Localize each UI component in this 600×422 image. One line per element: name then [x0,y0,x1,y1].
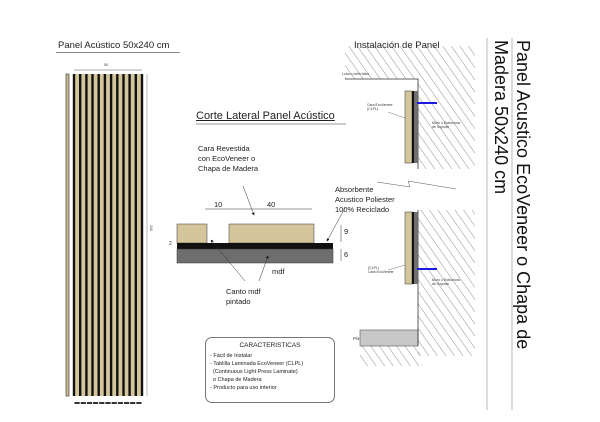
section-slat-left [176,223,208,244]
bottom-strip-segment [124,402,130,404]
bottom-strip-segment [130,402,136,404]
slat-gap [140,74,144,396]
slat-gap [122,74,125,396]
slat-gap [109,74,113,396]
panel-face [74,74,142,396]
install-panel-face-bottom [404,211,413,285]
dim-gap: 10 [214,200,223,209]
section-slat-right [228,223,315,244]
dim-slat-thickness: 9 [344,227,349,236]
bottom-strip-segment [111,402,117,404]
leader-mdf [258,255,269,282]
floor-hatch [360,346,420,366]
features-box: CARACTERISTICAS - Fácil de Instalar - Ta… [205,337,335,403]
dim-mdf-thickness: 6 [344,250,349,259]
bottom-strip-segment [93,402,99,404]
install-panel-face-top [404,90,413,164]
leader-face-bottom [387,264,406,271]
panel-front-view [65,69,148,404]
label-floor: Piso [353,336,362,341]
slat-gap [79,74,82,396]
feature-item: - Producto para uso interior [210,385,277,391]
slat-gap [103,74,107,396]
panel-width-dimension: 50 [104,63,108,67]
slat-gap [116,74,119,396]
features-heading: CARACTERISTICAS [239,342,301,349]
features-list: - Fácil de Instalar - Tablilla Laminada … [210,352,334,392]
section-view-title: Corte Lateral Panel Acústico [196,110,335,122]
install-mdf-top [414,91,418,163]
panel-bottom-strip [74,402,142,404]
dim-slat: 40 [267,200,276,209]
installation-top-detail [345,46,475,169]
bottom-strip-segment [80,402,86,404]
label-edge: Canto mdf pintado [226,287,261,306]
label-face-top: Cara EcoVeneer (CLPL) [367,103,393,111]
install-mdf-bottom [414,212,418,284]
leader-absorber [326,207,346,242]
slat-gap [134,74,137,396]
feature-item: (Continuous Light Press Laminate) [213,369,298,375]
install-felt-top [412,91,414,163]
wall-hatch-top [418,79,475,169]
bottom-strip-segment [136,402,142,404]
ceiling-hatch [345,46,475,79]
slat-gap [85,74,88,396]
floor-slab [359,329,419,347]
bottom-strip-segment [86,402,93,404]
panel-view-title-underline [56,52,180,53]
break-line [376,180,457,190]
sheet-title-line1: Panel Acustico EcoVeneer o Chapa de [513,40,533,350]
sheet-title: Panel Acustico EcoVeneer o Chapa de Made… [488,40,534,412]
feature-item: o Chapa de Madera [213,377,262,383]
installation-bottom-detail [359,210,475,366]
bottom-strip-segment [105,402,111,404]
label-face-coating: Cara Revestida con EcoVeneer o Chapa de … [198,144,259,173]
label-mdf: mdf [272,267,285,276]
label-face-bottom: (CLPL) Cara EcoVeneer [368,266,394,274]
feature-item: - Fácil de Instalar [210,353,253,359]
slat-gap [128,74,131,396]
slat-gaps [72,74,144,396]
feature-item: - Tablilla Laminada EcoVeneer (CLPL) [210,361,304,367]
section-mdf-layer [176,248,334,264]
panel-view-title: Panel Acústico 50x240 cm [58,40,170,51]
panel-side-edge [65,73,70,397]
section-felt-layer [177,243,333,249]
bottom-strip-segment [99,402,105,404]
slat-gap [91,74,94,396]
section-view [176,123,346,282]
wall-hatch-bottom [418,210,475,356]
dim-felt: 2 [169,241,172,247]
label-absorber: Absorbente Acustico Poliester 100% Recic… [335,185,395,214]
install-felt-bottom [412,212,414,284]
slat-gap [72,74,76,396]
leader-face-top [387,111,406,119]
leader-edge [210,239,246,282]
bottom-strip-segment [74,402,80,404]
installation-title: Instalación de Panel [354,40,440,51]
bottom-strip-segment [117,402,123,404]
leader-face [242,185,255,216]
slat-gap [97,74,100,396]
sheet-title-line2: Madera 50x240 cm [491,40,511,195]
